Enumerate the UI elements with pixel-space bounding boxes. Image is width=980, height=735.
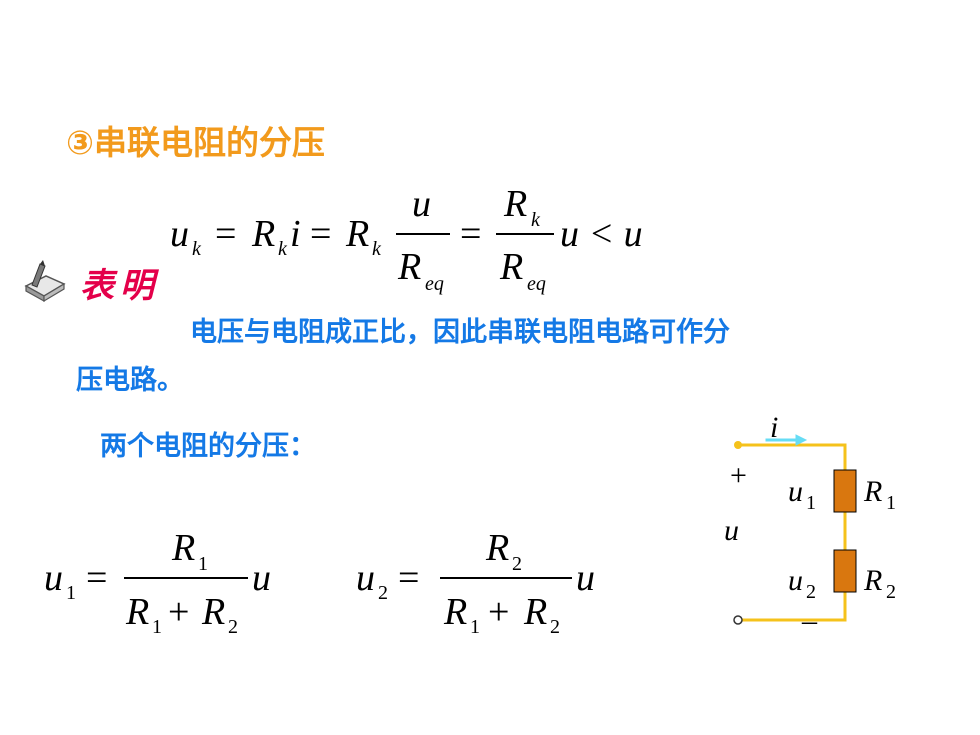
resistor-r1 xyxy=(833,469,857,513)
circuit-current-label: i xyxy=(770,411,778,444)
formula-main-eq3: = xyxy=(460,213,481,255)
u1-den-b: R xyxy=(201,591,225,633)
u2-den-b-sub: 2 xyxy=(550,616,560,638)
circuit-plus: + xyxy=(730,459,747,492)
frac1-den: R xyxy=(397,246,421,288)
circuit-wire-bottom xyxy=(738,592,847,622)
circuit-u2: u xyxy=(788,564,803,597)
u1-lhs: u xyxy=(44,557,63,599)
formula-main-lhs-sub: k xyxy=(192,238,202,260)
u2-tail: u xyxy=(576,557,595,599)
u2-plus: + xyxy=(488,591,509,633)
circuit-r2-label: R xyxy=(863,564,882,597)
formula-main: u k = R k i = R k u R eq = R k R eq u < … xyxy=(170,183,643,295)
u1-lhs-sub: 1 xyxy=(66,582,76,604)
u2-den-a-sub: 1 xyxy=(470,616,480,638)
u2-den-b: R xyxy=(523,591,547,633)
frac1-den-sub: eq xyxy=(425,273,444,295)
formula-u1: u 1 = R 1 R 1 + R 2 u xyxy=(44,527,271,638)
u1-den-a: R xyxy=(125,591,149,633)
formula-main-eq2: = xyxy=(310,213,331,255)
circuit-r2-sub: 2 xyxy=(886,581,896,603)
u1-den-a-sub: 1 xyxy=(152,616,162,638)
u1-num-sub: 1 xyxy=(198,553,208,575)
formula-main-r-sub: k xyxy=(278,238,288,260)
resistor-r2 xyxy=(833,549,857,593)
formula-main-lhs: u xyxy=(170,213,189,255)
formula-main-tail: u < u xyxy=(560,213,643,255)
note-text-line2: 压电路。 xyxy=(76,365,184,396)
frac2-num: R xyxy=(503,183,527,225)
formula-u2: u 2 = R 2 R 1 + R 2 u xyxy=(356,527,595,638)
circuit-r1-sub: 1 xyxy=(886,492,896,514)
formula-main-eq1: = xyxy=(215,213,236,255)
terminal-top xyxy=(734,441,742,449)
circuit-u1: u xyxy=(788,475,803,508)
formula-main-rk: R xyxy=(345,213,369,255)
circuit-minus: _ xyxy=(801,594,818,627)
circuit-wire-top xyxy=(738,443,847,470)
u2-num-sub: 2 xyxy=(512,553,522,575)
series-circuit: i + u _ u 1 u 2 R 1 R 2 xyxy=(724,411,896,627)
circuit-u2-sub: 2 xyxy=(806,581,816,603)
u1-den-b-sub: 2 xyxy=(228,616,238,638)
u2-lhs-sub: 2 xyxy=(378,582,388,604)
two-resistor-subtitle: 两个电阻的分压： xyxy=(100,431,316,462)
u1-tail: u xyxy=(252,557,271,599)
frac1-num: u xyxy=(412,183,431,225)
frac2-num-sub: k xyxy=(531,209,541,231)
notebook-pencil-icon xyxy=(24,260,66,303)
terminal-bottom xyxy=(733,615,743,625)
section-title: ③串联电阻的分压 xyxy=(66,123,325,162)
u2-lhs: u xyxy=(356,557,375,599)
circuit-u1-sub: 1 xyxy=(806,492,816,514)
formula-main-i: i xyxy=(290,213,301,255)
formula-main-r: R xyxy=(251,213,275,255)
note-label: 表明 xyxy=(80,266,160,306)
u2-den-a: R xyxy=(443,591,467,633)
u2-eq: = xyxy=(398,557,419,599)
u1-num: R xyxy=(171,527,195,569)
frac2-den: R xyxy=(499,246,523,288)
frac2-den-sub: eq xyxy=(527,273,546,295)
circuit-r1-label: R xyxy=(863,475,882,508)
circuit-voltage-label: u xyxy=(724,514,739,547)
u2-num: R xyxy=(485,527,509,569)
formula-main-rk-sub: k xyxy=(372,238,382,260)
u1-plus: + xyxy=(168,591,189,633)
note-text-line1: 电压与电阻成正比，因此串联电阻电路可作分 xyxy=(190,317,730,348)
u1-eq: = xyxy=(86,557,107,599)
current-arrow-icon xyxy=(765,434,808,446)
